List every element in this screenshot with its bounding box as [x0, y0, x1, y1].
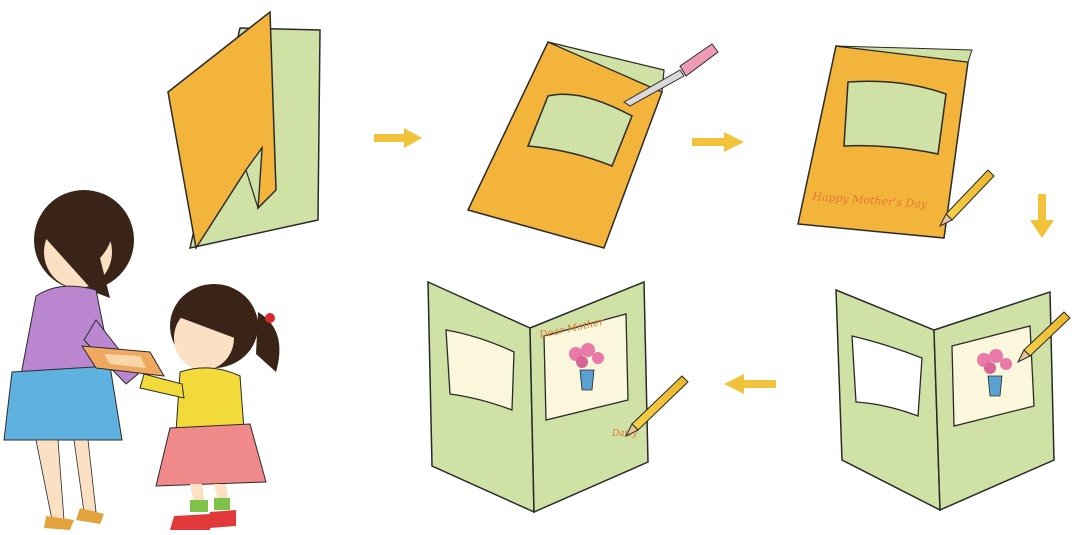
arrow-right-icon — [692, 132, 744, 152]
step-1-paper-sheets — [168, 12, 320, 248]
arrow-right-icon — [374, 128, 422, 148]
step-2-cut-window — [468, 42, 718, 248]
step-5-finished-card: Dear Mother Daisy — [428, 282, 688, 512]
step-3-write-front: Happy Mother's Day — [798, 46, 994, 238]
step-4-draw-inside — [836, 290, 1070, 510]
arrow-left-icon — [724, 374, 776, 394]
daughter-figure — [140, 284, 279, 530]
arrow-down-icon — [1030, 194, 1054, 238]
